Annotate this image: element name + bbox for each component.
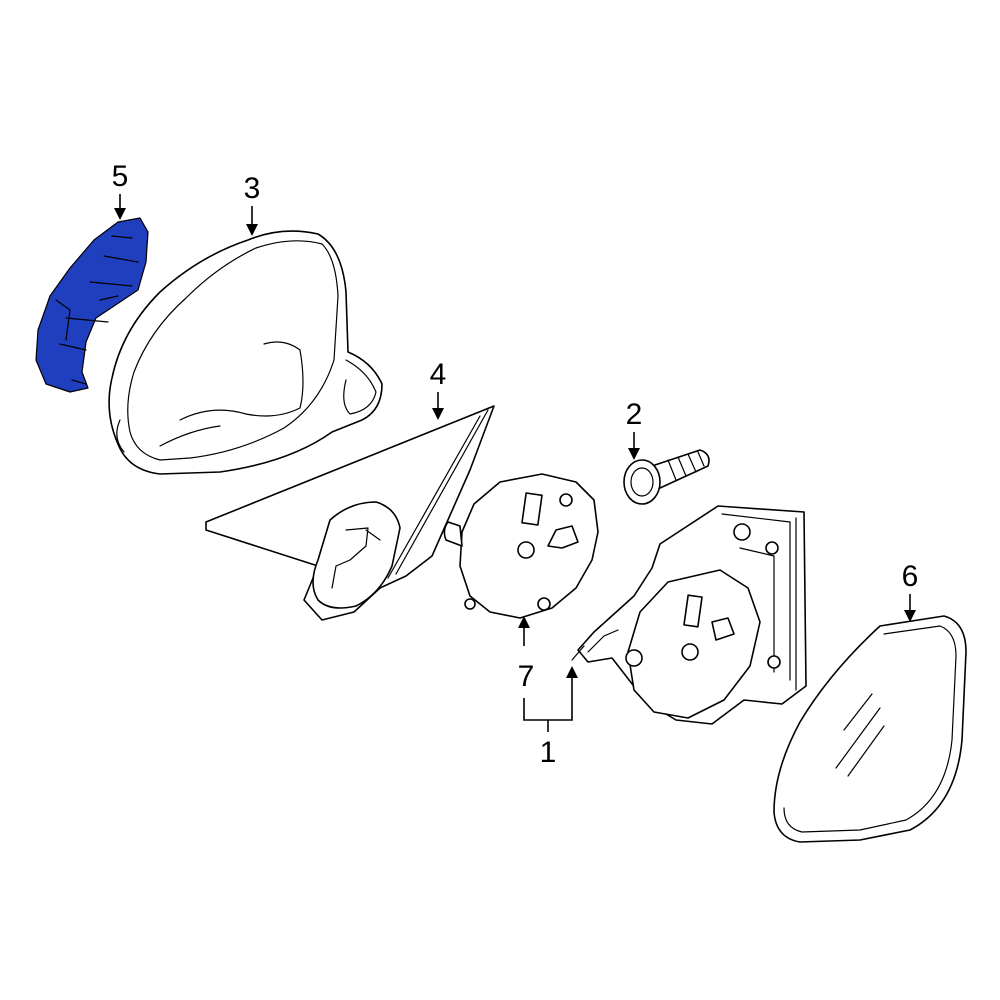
screw-shaft bbox=[651, 449, 710, 489]
callout-2-label: 2 bbox=[626, 398, 643, 431]
actuator-slot-1 bbox=[521, 492, 543, 526]
callout-3-arrowhead bbox=[246, 224, 258, 236]
screw-threads bbox=[667, 451, 705, 481]
callout-4-arrowhead bbox=[432, 408, 444, 420]
actuator-hole-4 bbox=[464, 598, 476, 610]
mirror-housing-part bbox=[108, 230, 383, 475]
mirror-housing-inner bbox=[159, 341, 304, 447]
callout-4: 4 bbox=[430, 358, 447, 420]
mirror-assembly-knob-2 bbox=[765, 541, 779, 555]
callout-1-arrowhead bbox=[566, 666, 578, 678]
cover-cap-part bbox=[35, 217, 149, 393]
callout-6: 6 bbox=[902, 560, 919, 622]
actuator-slot-2 bbox=[547, 525, 579, 549]
cover-cap-body bbox=[35, 217, 149, 393]
screw-head bbox=[623, 459, 661, 505]
actuator-pin bbox=[443, 521, 463, 547]
cover-cap-detail bbox=[55, 235, 139, 385]
callout-7: 7 bbox=[518, 616, 535, 693]
mirror-glass-edge bbox=[783, 625, 957, 833]
callout-5-label: 5 bbox=[112, 160, 129, 193]
callout-6-arrowhead bbox=[904, 610, 916, 622]
mirror-assembly-cable bbox=[571, 629, 619, 661]
callout-7-arrowhead bbox=[518, 616, 530, 628]
callout-7-label: 7 bbox=[518, 660, 535, 693]
callout-3-label: 3 bbox=[244, 172, 261, 205]
mirror-housing-mount bbox=[116, 359, 377, 453]
mirror-glass-body bbox=[773, 615, 967, 843]
actuator-hole-2 bbox=[559, 493, 573, 507]
callout-2: 2 bbox=[626, 398, 643, 460]
actuator-hole-3 bbox=[537, 597, 551, 611]
mirror-assembly-hole-1 bbox=[681, 643, 699, 661]
mount-cover-boss-detail bbox=[331, 527, 381, 589]
callout-1-label: 1 bbox=[540, 736, 557, 769]
callout-2-arrowhead bbox=[628, 448, 640, 460]
mirror-assembly-knob-1 bbox=[733, 523, 751, 541]
callout-3: 3 bbox=[244, 172, 261, 236]
mirror-glass-reflection bbox=[835, 693, 885, 777]
screw-head-inner bbox=[630, 467, 654, 497]
mirror-housing-body bbox=[108, 230, 383, 475]
mirror-assembly-knob-3 bbox=[767, 655, 781, 669]
actuator-hole-1 bbox=[517, 541, 535, 559]
mirror-assembly-slot-2 bbox=[711, 617, 735, 641]
mirror-assembly-slot bbox=[683, 594, 703, 628]
callout-6-label: 6 bbox=[902, 560, 919, 593]
callout-4-label: 4 bbox=[430, 358, 447, 391]
callout-1: 1 bbox=[523, 666, 578, 769]
mirror-assembly-disc bbox=[627, 569, 761, 719]
mount-cover-part bbox=[205, 405, 495, 621]
callout-5: 5 bbox=[112, 160, 129, 220]
actuator-part bbox=[443, 473, 599, 619]
mount-cover-edge bbox=[387, 409, 489, 579]
mirror-assembly-part bbox=[571, 505, 807, 725]
callout-5-arrowhead bbox=[114, 208, 126, 220]
screw-part bbox=[623, 449, 710, 505]
mirror-assembly-knob-4 bbox=[625, 649, 643, 667]
mirror-assembly-frame-edge bbox=[721, 513, 797, 691]
mirror-housing-rim bbox=[127, 240, 339, 461]
mirror-glass-part bbox=[773, 615, 967, 843]
